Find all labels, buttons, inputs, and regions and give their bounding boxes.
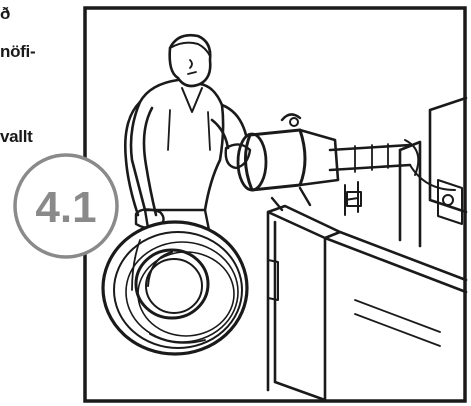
- mechanic-head: [168, 33, 212, 88]
- step-badge-ring: [13, 153, 119, 259]
- tire-machine: [236, 96, 468, 402]
- mechanic-torso: [129, 78, 225, 212]
- tire-outer: [101, 220, 249, 356]
- machine-arm: [328, 143, 412, 172]
- text-fragment-3: vallt: [0, 127, 33, 146]
- machine-base: [266, 204, 468, 402]
- machine-column: [398, 140, 422, 248]
- step-badge-label: 4.1: [35, 183, 96, 232]
- text-fragment-1: ð: [0, 4, 11, 23]
- text-fragment-2: nöfi-: [0, 42, 36, 61]
- step-badge: 4.1: [13, 153, 119, 259]
- mechanic-figure: [124, 33, 252, 242]
- mechanic-left-arm: [124, 100, 158, 217]
- tire-rim: [134, 248, 210, 320]
- tire-illustration: [101, 220, 249, 356]
- machine-hub: [236, 113, 340, 212]
- mechanic-right-arm: [210, 103, 248, 150]
